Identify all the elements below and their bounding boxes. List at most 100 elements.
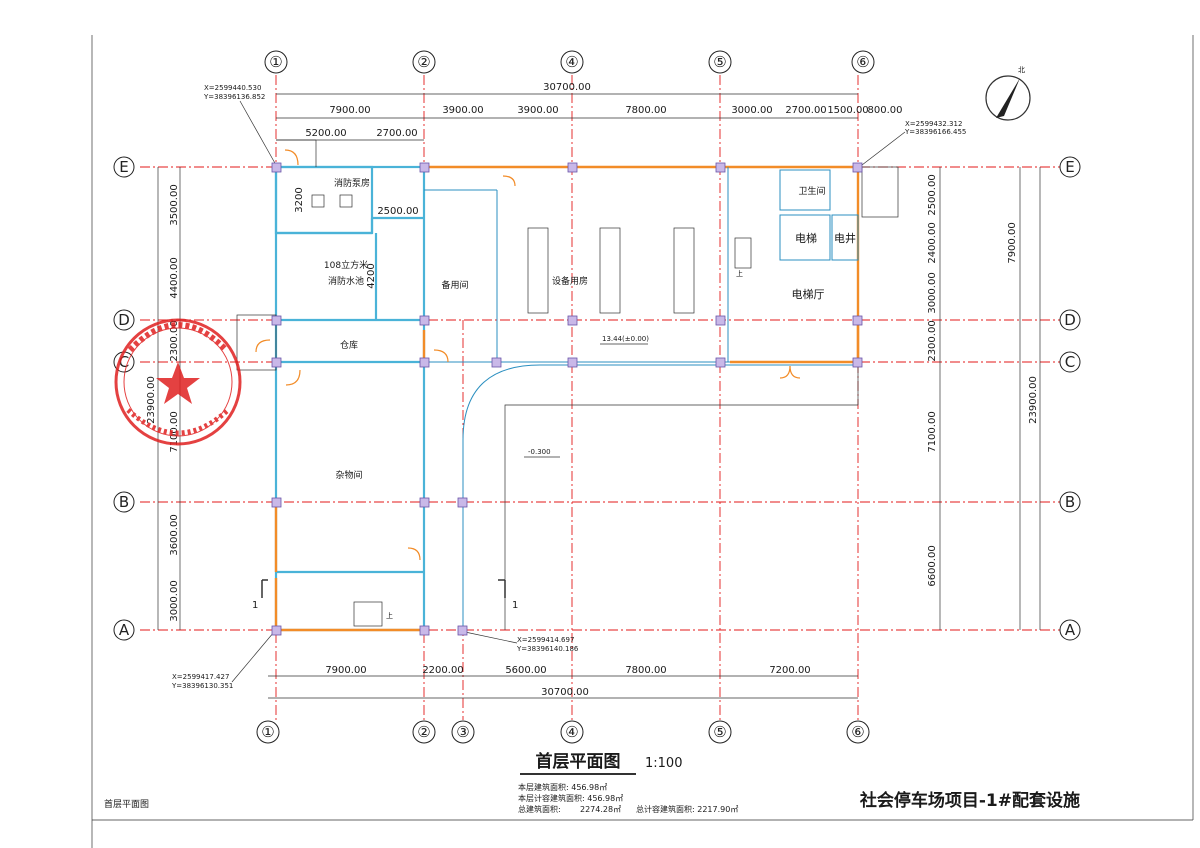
dim-label: 7900.00 [1007,222,1018,263]
axis-label: ③ [456,723,469,741]
dim-label: 2400.00 [927,222,938,263]
total-area-label: 总建筑面积: [518,804,561,814]
room-label-pump: 消防泵房 [334,177,370,189]
coord-y: Y=38396166.455 [904,128,966,136]
dim-label: 5200.00 [305,128,346,139]
dim-label: 4400.00 [169,257,180,298]
room-label-hall: 电梯厅 [792,288,825,301]
dim-label: 7900.00 [325,665,366,676]
axis-label: ⑥ [851,723,864,741]
axis-label: A [1065,621,1076,639]
equipment-units [527,227,695,314]
coord-y: Y=38396136.852 [203,93,265,101]
north-label: 北 [1018,66,1025,74]
room-label-warehouse: 仓库 [340,339,358,351]
north-arrow: 北 [985,66,1031,121]
bottom-dimensions: 7900.00 2200.00 5600.00 7800.00 7200.00 … [268,665,858,699]
dim-label: 3500.00 [169,184,180,225]
openings [255,149,860,632]
dim-label: 2200.00 [422,665,463,676]
dim-label: 3000.00 [169,580,180,621]
axis-label: A [119,621,130,639]
dim-label: 3000.00 [927,272,938,313]
dim-label: 7100.00 [927,411,938,452]
stair-up-label: 上 [736,269,743,278]
axis-label: B [119,493,129,511]
dim-label: 3900.00 [442,105,483,116]
sheet-label: 首层平面图 [104,798,149,810]
dim-label: 7900.00 [329,105,370,116]
axis-label: C [119,353,129,371]
coord-y: Y=38396140.186 [516,645,579,653]
total-area-value: 2274.28㎡ [580,805,621,814]
dim-label: 800.00 [868,105,903,116]
left-dimensions: 3500.00 4400.00 2300.00 7100.00 3600.00 … [146,167,181,630]
dim-total-right: 23900.00 [1028,376,1039,424]
dim-label: 6600.00 [927,545,938,586]
axis-label: ① [261,723,274,741]
dim-label: 7800.00 [625,105,666,116]
company-seal [114,318,242,446]
axis-label: B [1065,493,1075,511]
project-name: 社会停车场项目-1#配套设施 [859,790,1080,811]
drawing-title: 首层平面图 [536,751,621,772]
level-mark-ramp: -0.300 [528,448,551,456]
axis-label: ⑥ [856,53,869,71]
coord-y: Y=38396130.351 [171,682,233,690]
coord-x: X=2599417.427 [172,673,229,681]
dim-label: 7800.00 [625,665,666,676]
coord-x: X=2599414.697 [517,636,574,644]
pump-equipment [311,194,353,208]
room-label-spare: 备用间 [441,279,468,291]
dim-label: 3600.00 [169,514,180,555]
dim-label: 3900.00 [517,105,558,116]
axis-label: ⑤ [713,53,726,71]
dim-label: 2300.00 [169,320,180,361]
dim-label: 1500.00 [827,105,868,116]
survey-coordinates: X=2599440.530 Y=38396136.852 X=2599432.3… [171,84,966,690]
axis-label: ⑤ [713,723,726,741]
right-dimensions: 2500.00 2400.00 3000.00 2300.00 7100.00 … [927,167,1041,630]
dim-total-top: 30700.00 [543,82,591,93]
dim-label: 7200.00 [769,665,810,676]
top-dimensions: 30700.00 7900.00 3900.00 3900.00 7800.00… [276,82,903,141]
room-label-pool-1: 108立方米 [324,259,368,271]
stair-symbols [353,237,752,627]
drawing-scale: 1:100 [645,756,682,771]
coord-x: X=2599432.312 [905,120,962,128]
dim-total-left: 23900.00 [146,376,157,424]
room-label-equipment: 设备用房 [552,275,588,287]
room-label-misc: 杂物间 [335,469,362,481]
dim-label: 2500.00 [927,174,938,215]
axis-label: E [1065,158,1074,176]
room-label-toilet: 卫生间 [798,185,825,197]
section-mark-label: 1 [252,600,258,611]
axis-label: ④ [565,53,578,71]
room-label-elevator: 电梯 [795,232,817,245]
axis-markers-right: E D C B A [1059,156,1081,641]
dim-label: 2500.00 [377,206,418,217]
coord-x: X=2599440.530 [204,84,261,92]
vertical-grid-lines [275,75,859,720]
axis-label: D [118,311,130,329]
axis-label: C [1065,353,1075,371]
dim-label: 3000.00 [731,105,772,116]
dim-label: 4200 [366,263,377,288]
axis-label: D [1064,311,1076,329]
axis-label: E [119,158,128,176]
dim-label: 2700.00 [376,128,417,139]
section-mark-label: 1 [512,600,518,611]
structural-columns [271,162,863,636]
level-mark-floor: 13.44(±0.00) [602,335,649,343]
total-calc-area: 总计容建筑面积: 2217.90㎡ [636,804,738,814]
dim-label: 2300.00 [927,320,938,361]
axis-markers-top: ① ② ④ ⑤ ⑥ [264,50,875,74]
dim-label: 5600.00 [505,665,546,676]
dim-label: 7100.00 [169,411,180,452]
axis-label: ② [417,53,430,71]
axis-label: ① [269,53,282,71]
dim-total-bottom: 30700.00 [541,687,589,698]
axis-markers-left: E D C B A [113,156,135,641]
axis-markers-bottom: ① ② ③ ④ ⑤ ⑥ [256,720,870,744]
